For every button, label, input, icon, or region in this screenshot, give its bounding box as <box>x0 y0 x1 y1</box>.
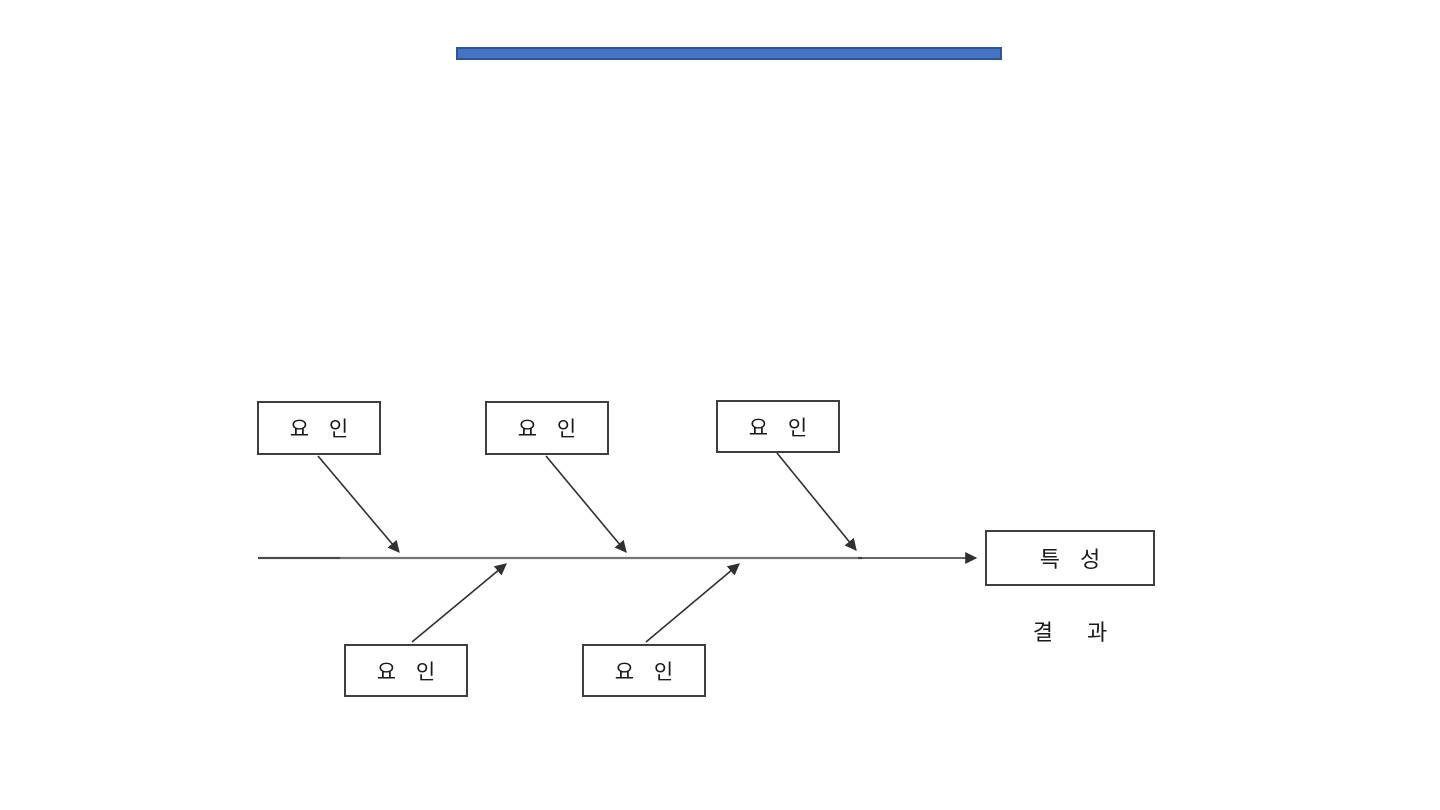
result-label: 결 과 <box>1032 620 1122 645</box>
factor-label: 요 인 <box>748 416 815 440</box>
factor-box-top-1: 요 인 <box>257 401 381 455</box>
factor-label: 요 인 <box>376 660 443 684</box>
branch-arrow-bottom-1 <box>411 563 507 643</box>
branch-arrow-top-3 <box>776 452 857 551</box>
branch-arrow-bottom-2 <box>645 563 740 643</box>
factor-box-bottom-2: 요 인 <box>582 644 706 697</box>
branch-arrow-top-2 <box>545 455 627 553</box>
factor-label: 요 인 <box>517 418 584 441</box>
factor-label: 요 인 <box>289 418 356 441</box>
effect-label: 특 성 <box>1039 547 1108 572</box>
factor-box-top-2: 요 인 <box>485 401 609 455</box>
factor-box-top-3: 요 인 <box>716 400 840 453</box>
branch-arrow-top-1 <box>317 455 400 553</box>
title-underline-bar <box>456 47 1002 60</box>
effect-box: 특 성 <box>985 530 1155 586</box>
factor-label: 요 인 <box>614 660 681 684</box>
factor-box-bottom-1: 요 인 <box>344 644 468 697</box>
